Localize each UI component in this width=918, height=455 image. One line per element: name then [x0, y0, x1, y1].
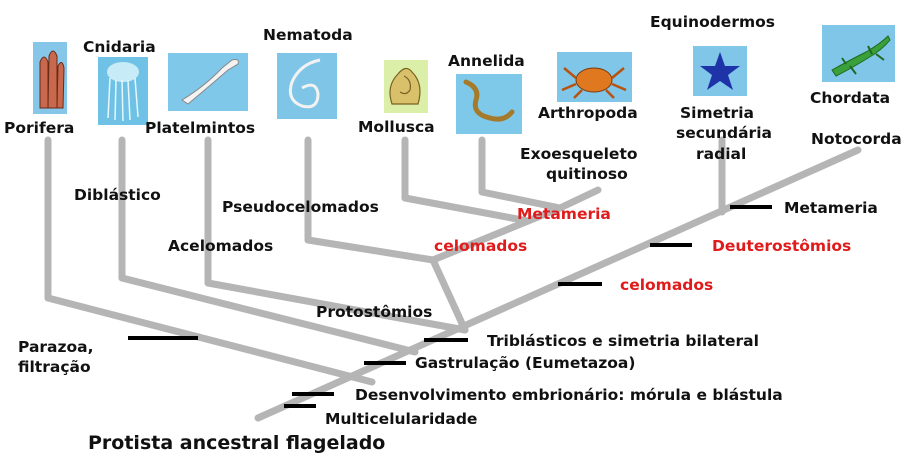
label-multicelularidade: Multicelularidade [325, 410, 477, 428]
picture-mollusca [384, 60, 428, 113]
branch-celomados-to-trunk [429, 256, 469, 334]
flatworm-icon [181, 59, 239, 105]
label-triblasticos: Triblásticos e simetria bilateral [487, 332, 759, 350]
branch-arthro-join [524, 204, 564, 225]
label-protostomios: Protostômios [316, 303, 432, 321]
branch-arthropoda [556, 186, 602, 212]
label-cnidaria: Cnidaria [83, 38, 156, 56]
picture-annelida [456, 74, 522, 134]
picture-cnidaria [98, 57, 148, 125]
earthworm-icon [463, 79, 515, 122]
label-deuterostomios: Deuterostômios [712, 237, 851, 255]
branch-platelmintos-diag [204, 279, 469, 334]
branch-mollusca-diag [401, 194, 532, 225]
label-chordata: Chordata [810, 89, 890, 107]
starfish-icon [700, 52, 740, 90]
label-exoesqueleto-1: Exoesqueleto [520, 145, 638, 163]
label-celomados-proto: celomados [434, 237, 527, 255]
jellyfish-tentacles [107, 77, 139, 122]
label-notocorda: Notocorda [811, 130, 902, 148]
label-equinodermos: Equinodermos [650, 13, 775, 31]
lizard-legs [841, 45, 885, 75]
label-mollusca: Mollusca [358, 118, 435, 136]
label-porifera: Porifera [4, 119, 74, 137]
sponge-icon [39, 50, 65, 109]
roundworm-icon [288, 58, 321, 109]
crab-legs [561, 67, 627, 99]
lizard-icon [831, 35, 891, 77]
label-celomados: celomados [620, 276, 713, 294]
label-metameria-red: Metameria [517, 205, 611, 223]
tile-chordata-bg [822, 25, 895, 82]
tree-branches [44, 136, 862, 422]
snail-shell-icon [389, 67, 421, 105]
jellyfish-icon [107, 62, 139, 82]
label-nematoda: Nematoda [263, 26, 353, 44]
label-platelmintos: Platelmintos [145, 119, 255, 137]
picture-equinodermos [693, 46, 747, 96]
label-simetria-1: Simetria [680, 104, 754, 122]
branch-annelida-diag [478, 188, 564, 212]
picture-chordata [822, 25, 895, 82]
branch-nematoda-diag [304, 236, 437, 264]
picture-arthropoda [557, 52, 632, 102]
label-diblastico: Diblástico [74, 186, 161, 204]
label-parazoa-2: filtração [18, 358, 91, 376]
label-gastrulacao: Gastrulação (Eumetazoa) [415, 354, 635, 372]
label-arthropoda: Arthropoda [538, 104, 638, 122]
picture-platelmintos [168, 53, 248, 111]
label-pseudocelomados: Pseudocelomados [222, 198, 379, 216]
snail-spiral [399, 75, 411, 95]
branch-protostome-stem [429, 217, 532, 264]
label-parazoa-1: Parazoa, [18, 338, 94, 356]
crab-icon [575, 67, 613, 93]
label-annelida: Annelida [448, 52, 525, 70]
label-desenvolvimento: Desenvolvimento embrionário: mórula e bl… [355, 386, 783, 404]
branch-cnidaria-diag [118, 274, 419, 356]
character-ticks [128, 205, 772, 408]
label-simetria-3: radial [696, 145, 746, 163]
label-metameria-right: Metameria [784, 199, 878, 217]
label-acelomados: Acelomados [168, 237, 273, 255]
picture-porifera [33, 42, 67, 114]
label-protista: Protista ancestral flagelado [88, 432, 385, 454]
picture-nematoda [277, 53, 337, 119]
label-simetria-2: secundária [676, 124, 772, 142]
branch-porifera-diag [44, 294, 376, 386]
label-exoesqueleto-2: quitinoso [546, 165, 628, 183]
